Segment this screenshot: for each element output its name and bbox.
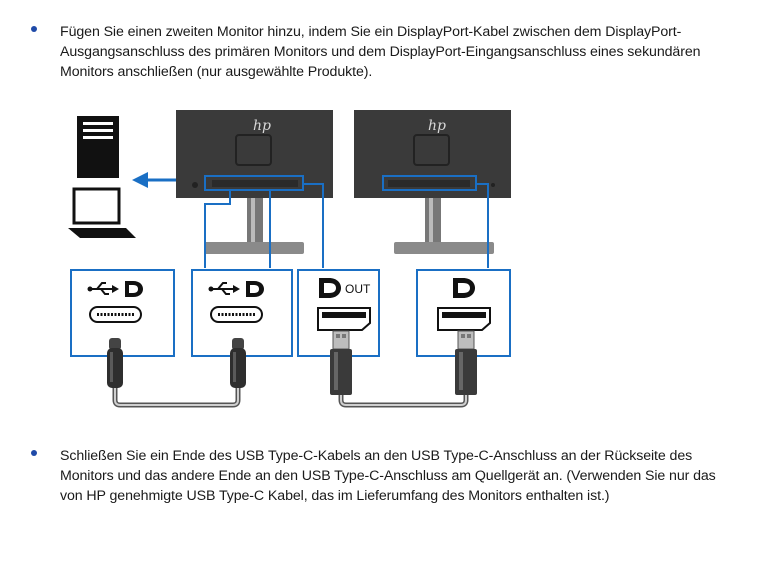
usb-c-port-icon [89,306,142,323]
displayport-icon [125,281,143,297]
displayport-icon [453,278,475,298]
instruction-item-displayport: Fügen Sie einen zweiten Monitor hinzu, i… [26,22,734,82]
instruction-item-usb-c: Schließen Sie ein Ende des USB Type-C-Ka… [26,446,734,506]
displayport-icon [246,281,264,297]
connection-diagram: hp hp [68,110,511,408]
callout-usb-c-port [70,269,175,357]
usb-c-plug-icon [230,338,246,388]
hp-logo: hp [428,118,446,134]
callout-lines [204,183,489,268]
usb-c-plug-icon [107,338,123,388]
instruction-text: Schließen Sie ein Ende des USB Type-C-Ka… [60,448,716,504]
usb-icon [87,282,119,295]
instruction-text: Fügen Sie einen zweiten Monitor hinzu, i… [60,24,701,80]
dp-out-label: OUT [345,282,371,296]
displayport-port-icon [317,307,371,331]
usb-icon [208,282,240,295]
callout-displayport-out: OUT [297,269,380,357]
displayport-plug-icon [455,330,477,395]
hp-logo: hp [253,118,271,134]
laptop-icon [68,187,136,238]
primary-monitor: hp [176,110,333,254]
displayport-icon [319,278,341,298]
bullet-icon [31,26,37,32]
displayport-port-icon [437,307,491,331]
arrow-left-icon [132,172,176,188]
desktop-tower-icon [77,116,119,178]
usb-c-cable [112,386,241,408]
displayport-cable [338,394,469,408]
usb-c-port-icon [210,306,263,323]
displayport-plug-icon [330,330,352,395]
bullet-icon [31,450,37,456]
